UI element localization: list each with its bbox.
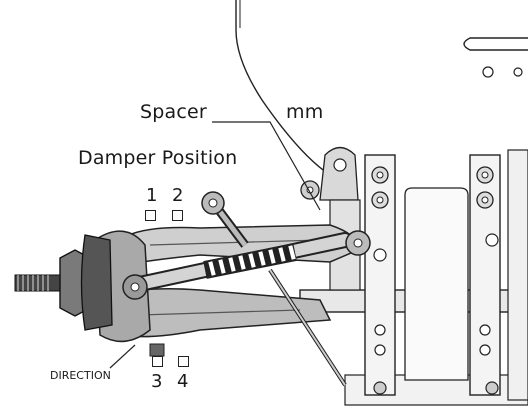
steering-rod-inner <box>269 269 346 386</box>
position-4-label: 4 <box>177 371 189 392</box>
axle-assembly <box>14 234 113 331</box>
position-2-checkbox[interactable] <box>172 210 183 221</box>
slot-detail <box>463 37 528 51</box>
damper <box>122 191 371 300</box>
spacer-leader-line <box>212 121 321 211</box>
position-1-label: 1 <box>146 185 158 206</box>
lower-arm-rib <box>139 309 301 316</box>
shock-tower-mount <box>300 146 361 291</box>
position-3-label: 3 <box>151 371 163 392</box>
small-hole <box>482 66 494 78</box>
small-hole-2 <box>513 67 523 77</box>
position-3-checkbox[interactable] <box>152 356 163 367</box>
position-2-label: 2 <box>172 185 184 206</box>
position-4-checkbox[interactable] <box>178 356 189 367</box>
bulkhead-left <box>364 154 396 396</box>
bulkhead-right <box>469 154 501 396</box>
direction-leader-line <box>109 344 136 369</box>
damper-position-label: Damper Position <box>78 147 238 169</box>
upper-arm-rib <box>149 239 321 246</box>
center-plate <box>404 187 469 381</box>
spacer-label: Spacer <box>140 101 207 123</box>
right-edge-block <box>507 149 528 401</box>
mm-label: mm <box>286 101 324 123</box>
lower-mount-grommet <box>149 343 165 357</box>
position-1-checkbox[interactable] <box>145 210 156 221</box>
body-shell-outline <box>235 0 331 176</box>
direction-label: DIRECTION <box>50 369 111 382</box>
